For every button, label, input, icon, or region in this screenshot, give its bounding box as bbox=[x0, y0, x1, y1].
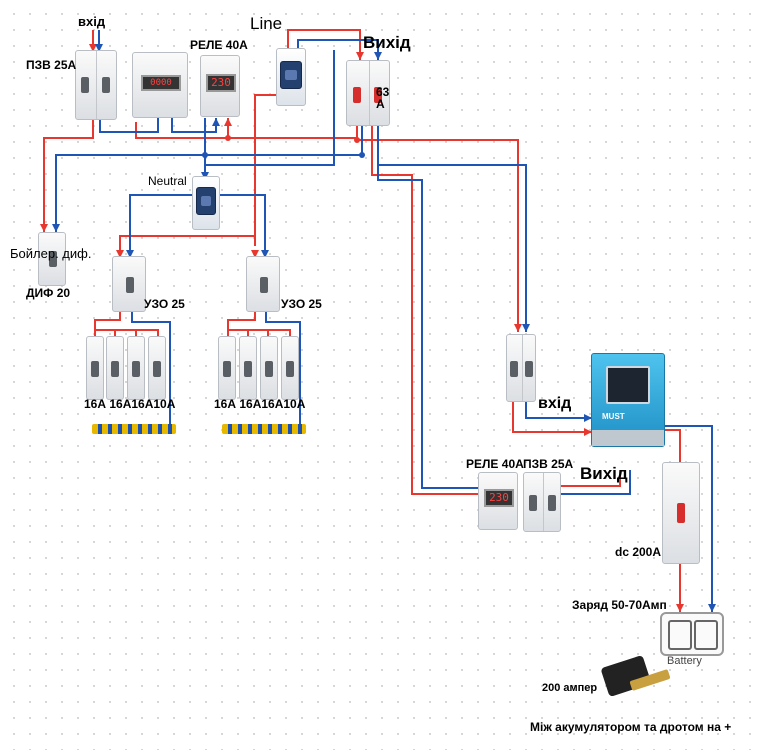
neutral-wire bbox=[131, 310, 171, 428]
voltage-relay-top: 230 bbox=[200, 55, 240, 117]
boiler-dif-label: Бойлер. диф. bbox=[10, 246, 92, 261]
live-wire bbox=[356, 124, 519, 332]
amp200-label: 200 ампер bbox=[542, 682, 598, 694]
battery-cell-icon bbox=[694, 620, 718, 650]
battery-label: Battery bbox=[667, 655, 702, 667]
pzv-top-device bbox=[75, 50, 117, 120]
live-wire bbox=[43, 118, 94, 232]
live-wire bbox=[119, 235, 255, 258]
pzv-bottom-device bbox=[523, 472, 561, 532]
relay-display-bottom: 230 bbox=[484, 489, 514, 507]
vhid-top-label: вхід bbox=[78, 14, 106, 29]
rele-bottom-label: РЕЛЕ 40А bbox=[466, 457, 524, 471]
neutral-wire bbox=[220, 194, 266, 258]
neutral-wire bbox=[171, 118, 217, 133]
neutral-wire bbox=[377, 126, 527, 332]
line-label: Line bbox=[250, 14, 283, 33]
neutral-wire bbox=[525, 402, 592, 419]
vyhid-top-label: Вихід bbox=[363, 33, 411, 52]
meter-display: 0000 bbox=[141, 75, 181, 91]
energy-meter: 0000 bbox=[132, 52, 188, 118]
busbar-group1 bbox=[92, 424, 176, 434]
neutral-wire bbox=[205, 50, 335, 166]
group2-breaker bbox=[239, 336, 257, 400]
live-wire bbox=[287, 29, 361, 60]
neutral-wire bbox=[55, 118, 206, 232]
neutral-wire bbox=[129, 194, 195, 258]
uzo25-device-1 bbox=[112, 256, 146, 312]
uzo1-label: УЗО 25 bbox=[144, 297, 185, 311]
live-wire bbox=[512, 402, 592, 433]
vhid-inverter-label: вхід bbox=[538, 395, 572, 412]
neutral-wire bbox=[265, 310, 301, 428]
dc200-breaker bbox=[662, 462, 700, 564]
live-wire bbox=[227, 310, 256, 338]
group2-breaker bbox=[260, 336, 278, 400]
fuse-holder bbox=[600, 654, 671, 701]
footer-label: Між акумулятором та дротом на + bbox=[530, 720, 732, 734]
pzv-bottom-label: ПЗВ 25А bbox=[523, 457, 574, 471]
live-wire bbox=[662, 429, 681, 462]
group1-breaker bbox=[106, 336, 124, 400]
battery bbox=[660, 612, 724, 656]
dc200-label: dc 200А bbox=[615, 545, 662, 559]
group1-breaker bbox=[127, 336, 145, 400]
group2-breaker bbox=[218, 336, 236, 400]
uzo2-label: УЗО 25 bbox=[281, 297, 322, 311]
live-wire bbox=[371, 126, 478, 495]
group2-ratings-label: 16А 16А16А10А bbox=[214, 397, 306, 411]
battery-cell-icon bbox=[668, 620, 692, 650]
dif20-breaker bbox=[38, 232, 66, 286]
group1-breaker bbox=[148, 336, 166, 400]
live-wire bbox=[560, 470, 621, 487]
rele-top-label: РЕЛЕ 40А bbox=[190, 38, 248, 52]
charge-label: Заряд 50-70Амп bbox=[572, 598, 667, 612]
terminal-block-neutral bbox=[192, 176, 220, 230]
inverter-brand: MUST bbox=[602, 412, 625, 421]
group1-breaker bbox=[86, 336, 104, 400]
neutral-wire bbox=[560, 470, 631, 495]
neutral-wire bbox=[297, 39, 379, 60]
vyhid-bottom-label: Вихід bbox=[580, 464, 628, 483]
group2-breaker bbox=[281, 336, 299, 400]
live-wire bbox=[254, 70, 279, 246]
uzo25-device-2 bbox=[246, 256, 280, 312]
voltage-relay-bottom: 230 bbox=[478, 472, 518, 530]
live-wire bbox=[135, 118, 229, 139]
group1-ratings-label: 16А 16А16А10А bbox=[84, 397, 176, 411]
busbar-group2 bbox=[222, 424, 306, 434]
inverter-input-breaker bbox=[506, 334, 536, 402]
neutral-wire bbox=[662, 425, 713, 612]
neutral-label: Neutral bbox=[148, 174, 187, 188]
terminal-block-line bbox=[276, 48, 306, 106]
breaker-63a bbox=[346, 60, 390, 126]
neutral-wire bbox=[99, 118, 159, 133]
inverter: MUST bbox=[591, 353, 665, 447]
breaker-63-label: 63 A bbox=[376, 85, 390, 111]
relay-display-top: 230 bbox=[206, 74, 236, 92]
neutral-wire bbox=[377, 150, 478, 489]
dif20-label: ДИФ 20 bbox=[26, 286, 71, 300]
live-wire bbox=[94, 310, 121, 338]
pzv-top-label: ПЗВ 25А bbox=[26, 58, 77, 72]
inverter-screen bbox=[606, 366, 650, 404]
